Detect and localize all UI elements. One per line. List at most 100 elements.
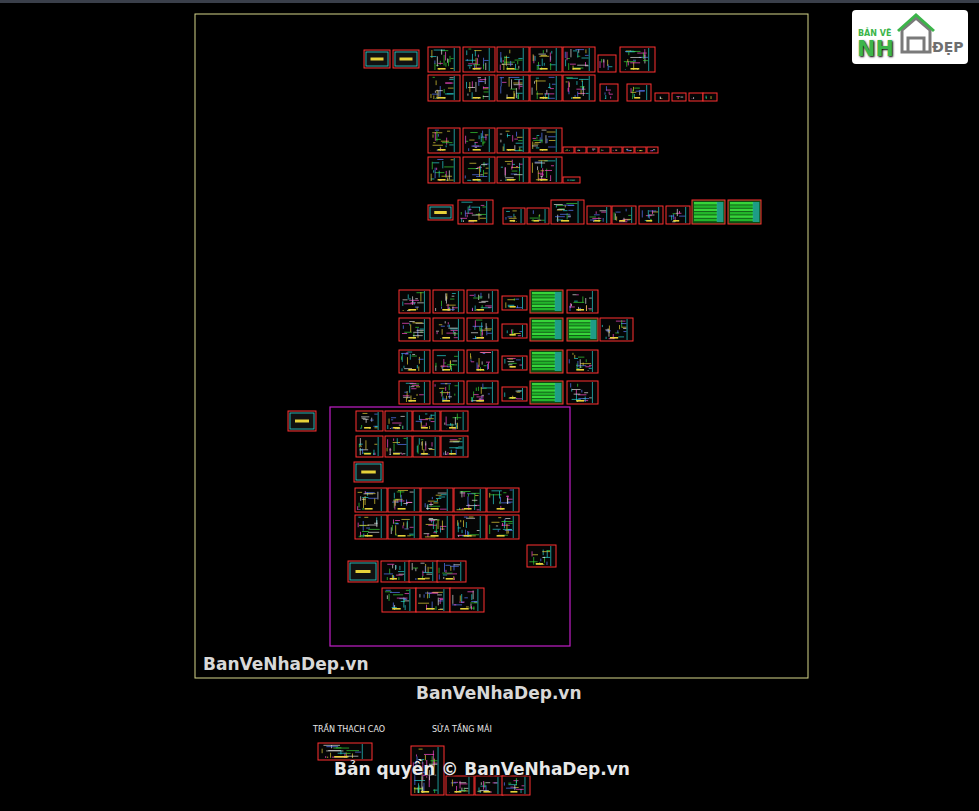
plan-sheet [527,545,556,567]
plan-line [347,753,351,754]
sheet [599,147,610,153]
plan-line [425,564,426,572]
plan-line [551,51,552,54]
plan-line [557,215,558,222]
plan-line [358,523,359,528]
title-block [555,292,562,311]
plan-line [446,293,447,299]
plan-line [420,419,421,424]
sheet-title-mark [426,608,435,610]
title-block-line [631,207,632,223]
plan-line [429,520,435,521]
plan-line [414,787,415,793]
sheet-title-mark [507,179,515,181]
plan-line [441,365,442,368]
plan-line [589,216,596,217]
plan-sheet [428,47,460,72]
plan-line [418,445,419,454]
plan-line [550,175,551,181]
plan-line [359,509,360,510]
plan-line [437,159,443,160]
plan-line [461,212,462,215]
plan-line [368,532,379,533]
sheet-title-mark [473,68,481,70]
plan-line [567,78,578,79]
plan-line [472,308,473,311]
sheet-title-mark [561,220,569,222]
plan-line [438,519,439,529]
plan-sheet [551,200,584,224]
plan-line [445,174,446,177]
plan-sheet [399,350,430,373]
table-row [532,302,555,304]
plan-line [478,787,479,792]
plan-line [577,65,588,66]
plan-line [413,322,423,323]
plan-sheet [399,290,430,313]
plan-line [479,296,483,297]
plan-line [338,753,346,754]
plan-sheet [689,93,703,101]
plan-line [586,359,587,362]
plan-line [433,502,438,503]
plan-line [450,328,458,329]
title-border [290,413,314,429]
plan-line [452,780,453,787]
plan-line [501,77,502,86]
sheet [454,488,486,512]
plan-line [450,68,453,69]
sheet [441,411,468,431]
title-block-line [685,207,686,223]
plan-line [445,83,453,84]
plan-line [484,60,488,61]
plan-line [436,168,437,170]
plan-line [470,353,471,357]
plan-line [501,521,512,522]
plan-line [607,69,608,70]
plan-line [569,359,570,363]
plan-sheet [413,436,440,457]
plan-line [581,390,582,393]
plan-line [461,218,462,222]
plan-line [549,140,556,141]
plan-line [585,62,586,66]
title-block-line [407,437,408,456]
plan-line [601,59,602,63]
plan-line [413,332,423,333]
plan-line [660,97,661,99]
plan-line [706,96,707,99]
plan-line [445,83,452,84]
plan-line [451,366,452,369]
plan-line [579,150,580,151]
sheet [433,290,464,313]
plan-line [411,388,416,389]
plan-line [443,359,444,367]
sheet-title-mark [408,337,416,339]
plan-line [368,529,379,530]
plan-sheet [355,488,387,512]
sheet-title-mark [476,400,484,402]
plan-line [439,496,445,497]
sheet [587,147,598,153]
plan-sheet [356,436,383,457]
plan-line [536,137,537,140]
plan-line [403,522,404,525]
table-row [532,323,555,325]
plan-line [445,93,454,94]
plan-line [517,398,522,399]
title-block-line [362,744,363,759]
plan-line [479,302,486,303]
plan-line [534,220,540,221]
plan-line [482,361,483,364]
plan-line [450,439,458,440]
plan-line [541,55,547,56]
title-block-line [556,48,557,71]
plan-line [626,62,627,67]
plan-line [452,296,455,297]
plan-line [649,215,650,219]
plan-line [589,298,592,299]
sheet-title-mark [446,578,453,580]
plan-line [520,86,523,87]
plan-line [508,499,513,500]
plan-line [433,592,443,593]
